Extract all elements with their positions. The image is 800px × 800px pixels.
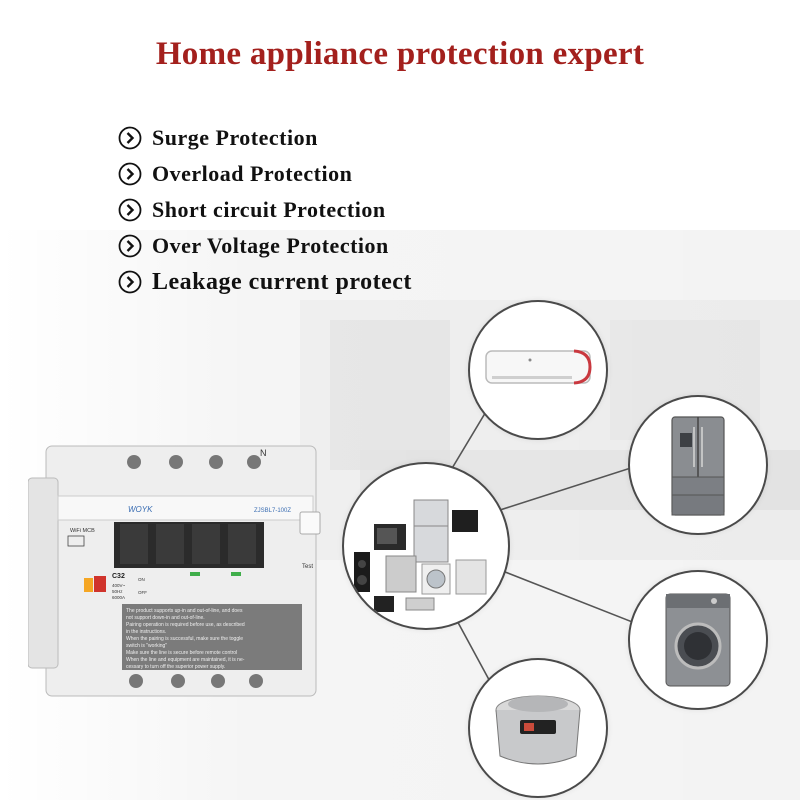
capacity-label: 6000A [112,595,125,600]
feature-item: Leakage current protect [118,264,412,300]
notice-line: Make sure the line is secure before remo… [126,650,237,656]
rice-cooker-circle [468,658,608,798]
test-label: Test [302,564,313,570]
smart-circuit-breaker: N WOYK ZJSBL7-100Z WiFi MCB C32 400V~ 50… [28,445,321,697]
notice-line: Pairing operation is required before use… [126,622,245,628]
headline: Home appliance protection expert [155,36,645,72]
air-conditioner-circle [468,300,608,440]
appliances-group-circle [342,462,510,630]
notice-line: switch is "working" [126,643,167,649]
frequency-label: 50Hz [112,589,123,594]
feature-label: Over Voltage Protection [152,233,389,258]
feature-label: Surge Protection [152,125,318,150]
chevron-circle-icon [118,126,142,150]
chevron-circle-icon [118,162,142,186]
washing-machine-icon [665,593,731,687]
notice-line: not support down-in and out-of-line. [126,615,205,621]
refrigerator-icon [671,416,725,516]
notice-line: When the line and equipment are maintain… [126,657,245,663]
model-label: ZJSBL7-100Z [254,508,291,514]
brand-label: WOYK [128,505,153,514]
refrigerator-circle [628,395,768,535]
feature-label: Leakage current protect [152,268,412,295]
connector-fridge [499,464,641,511]
air-conditioner-icon [485,349,592,385]
feature-item: Overload Protection [118,156,412,192]
washing-machine-circle [628,570,768,710]
feature-label: Overload Protection [152,161,353,186]
feature-item: Surge Protection [118,120,412,156]
voltage-label: 400V~ [112,583,126,588]
feature-item: Over Voltage Protection [118,228,412,264]
notice-line: When the pairing is successful, make sur… [126,636,243,642]
chevron-circle-icon [118,270,142,294]
chevron-circle-icon [118,198,142,222]
chevron-circle-icon [118,234,142,258]
type-label: WiFi MCB [70,528,95,534]
on-label: ON [138,577,145,582]
rice-cooker-icon [495,695,581,765]
notice-line: in the instructions. [126,629,166,635]
neutral-mark: N [260,448,267,458]
notice-line: cessary to turn off the superior power s… [126,664,225,670]
notice-line: The product supports up-in and out-of-li… [126,608,243,614]
feature-list: Surge Protection Overload Protection Sho… [118,120,412,300]
feature-item: Short circuit Protection [118,192,412,228]
off-label: OFF [138,590,147,595]
rating-label: C32 [112,573,125,580]
connector-washer [499,569,641,626]
feature-label: Short circuit Protection [152,197,386,222]
home-appliances-icon [354,499,487,612]
